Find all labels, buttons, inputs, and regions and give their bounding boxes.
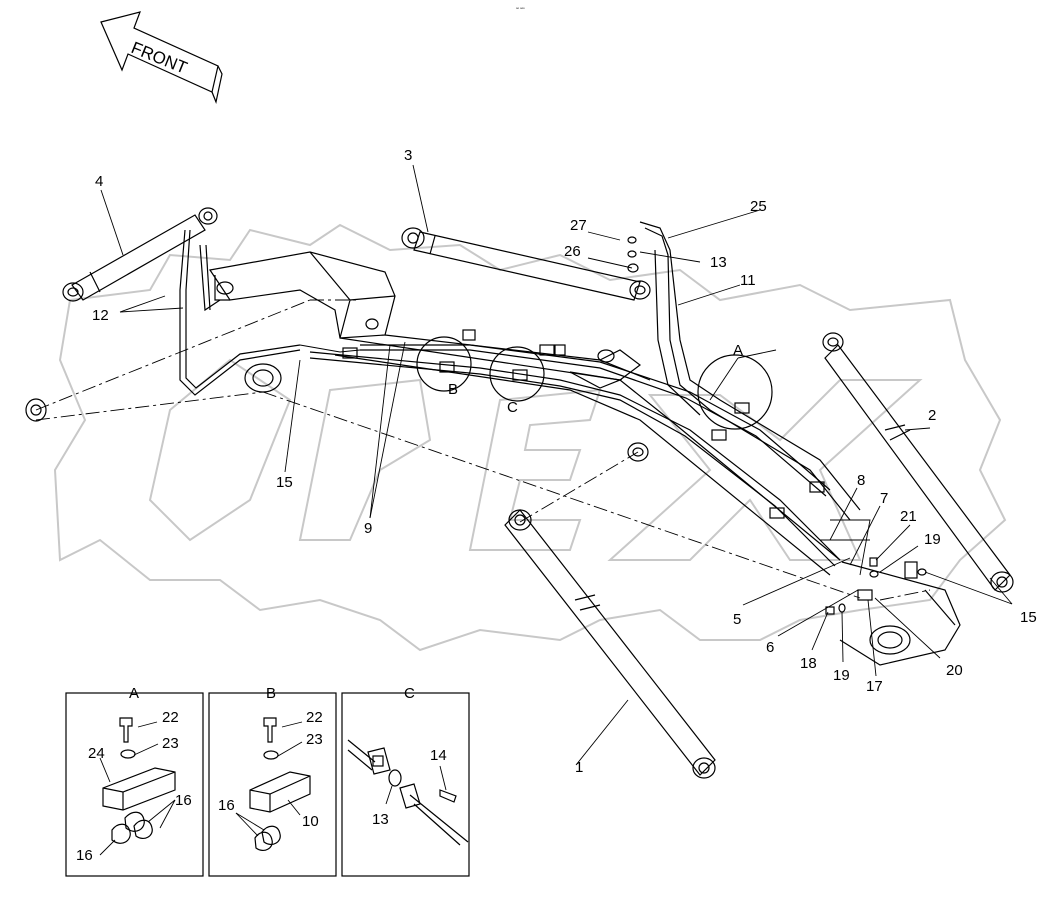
pipe-clamps (342, 329, 918, 601)
panel-b-16: 16 (218, 797, 235, 814)
detail-label-a: A (733, 342, 743, 359)
center-lines (35, 299, 931, 601)
cylinder-2 (822, 332, 1014, 593)
callout-19-right: 19 (924, 531, 941, 548)
callout-5: 5 (733, 611, 741, 628)
callout-20: 20 (946, 662, 963, 679)
callout-18: 18 (800, 655, 817, 672)
front-arrow: FRONT (100, 11, 223, 105)
callout-11: 11 (740, 272, 756, 289)
panel-b-title: B (266, 685, 276, 702)
callout-15-left: 15 (276, 474, 293, 491)
callout-1: 1 (575, 759, 583, 776)
cylinder-3 (401, 227, 651, 301)
panel-a-22: 22 (162, 709, 179, 726)
callout-3: 3 (404, 147, 412, 164)
callout-6: 6 (766, 639, 774, 656)
opex-watermark (53, 223, 1007, 652)
arm-frame (25, 251, 961, 666)
callout-27: 27 (570, 217, 587, 234)
panel-a-24: 24 (88, 745, 105, 762)
header-mark: ᵒᵒ ᵒᵒᵒ (516, 6, 525, 11)
panel-c-14: 14 (430, 747, 447, 764)
callout-17: 17 (866, 678, 883, 695)
detail-panel-a: A 22 23 24 16 16 (65, 685, 204, 877)
front-label: FRONT (129, 38, 190, 78)
cylinder-1 (504, 509, 716, 779)
callout-labels: 1 2 3 4 5 6 7 8 9 11 12 13 15 15 17 18 1… (92, 147, 1037, 776)
panel-b-22: 22 (306, 709, 323, 726)
callout-19-bottom: 19 (833, 667, 850, 684)
callout-15-right: 15 (1020, 609, 1037, 626)
pipes-9 (309, 344, 871, 576)
detail-label-c: C (507, 399, 518, 416)
panel-a-16-right: 16 (175, 792, 192, 809)
detail-label-b: B (448, 381, 458, 398)
callout-26: 26 (564, 243, 581, 260)
detail-panel-c: C 14 13 (341, 685, 470, 877)
callout-21: 21 (900, 508, 917, 525)
panel-a-16-left: 16 (76, 847, 93, 864)
pipe-25-11 (627, 221, 861, 521)
callout-12: 12 (92, 307, 109, 324)
callout-8: 8 (857, 472, 865, 489)
panel-a-title: A (129, 685, 139, 702)
hose-12 (179, 229, 361, 396)
callout-9: 9 (364, 520, 372, 537)
fittings-cluster (825, 557, 927, 615)
leader-lines (100, 164, 1013, 766)
detail-circles (416, 336, 773, 430)
panel-c-title: C (404, 685, 415, 702)
panel-a-23: 23 (162, 735, 179, 752)
callout-2: 2 (928, 407, 936, 424)
callout-25: 25 (750, 198, 767, 215)
panel-b-10: 10 (302, 813, 319, 830)
callout-7: 7 (880, 490, 888, 507)
detail-panel-b: B 22 23 16 10 (208, 685, 337, 877)
panel-c-13: 13 (372, 811, 389, 828)
callout-4: 4 (95, 173, 103, 190)
callout-13: 13 (710, 254, 727, 271)
cylinder-4 (62, 207, 218, 302)
panel-b-23: 23 (306, 731, 323, 748)
